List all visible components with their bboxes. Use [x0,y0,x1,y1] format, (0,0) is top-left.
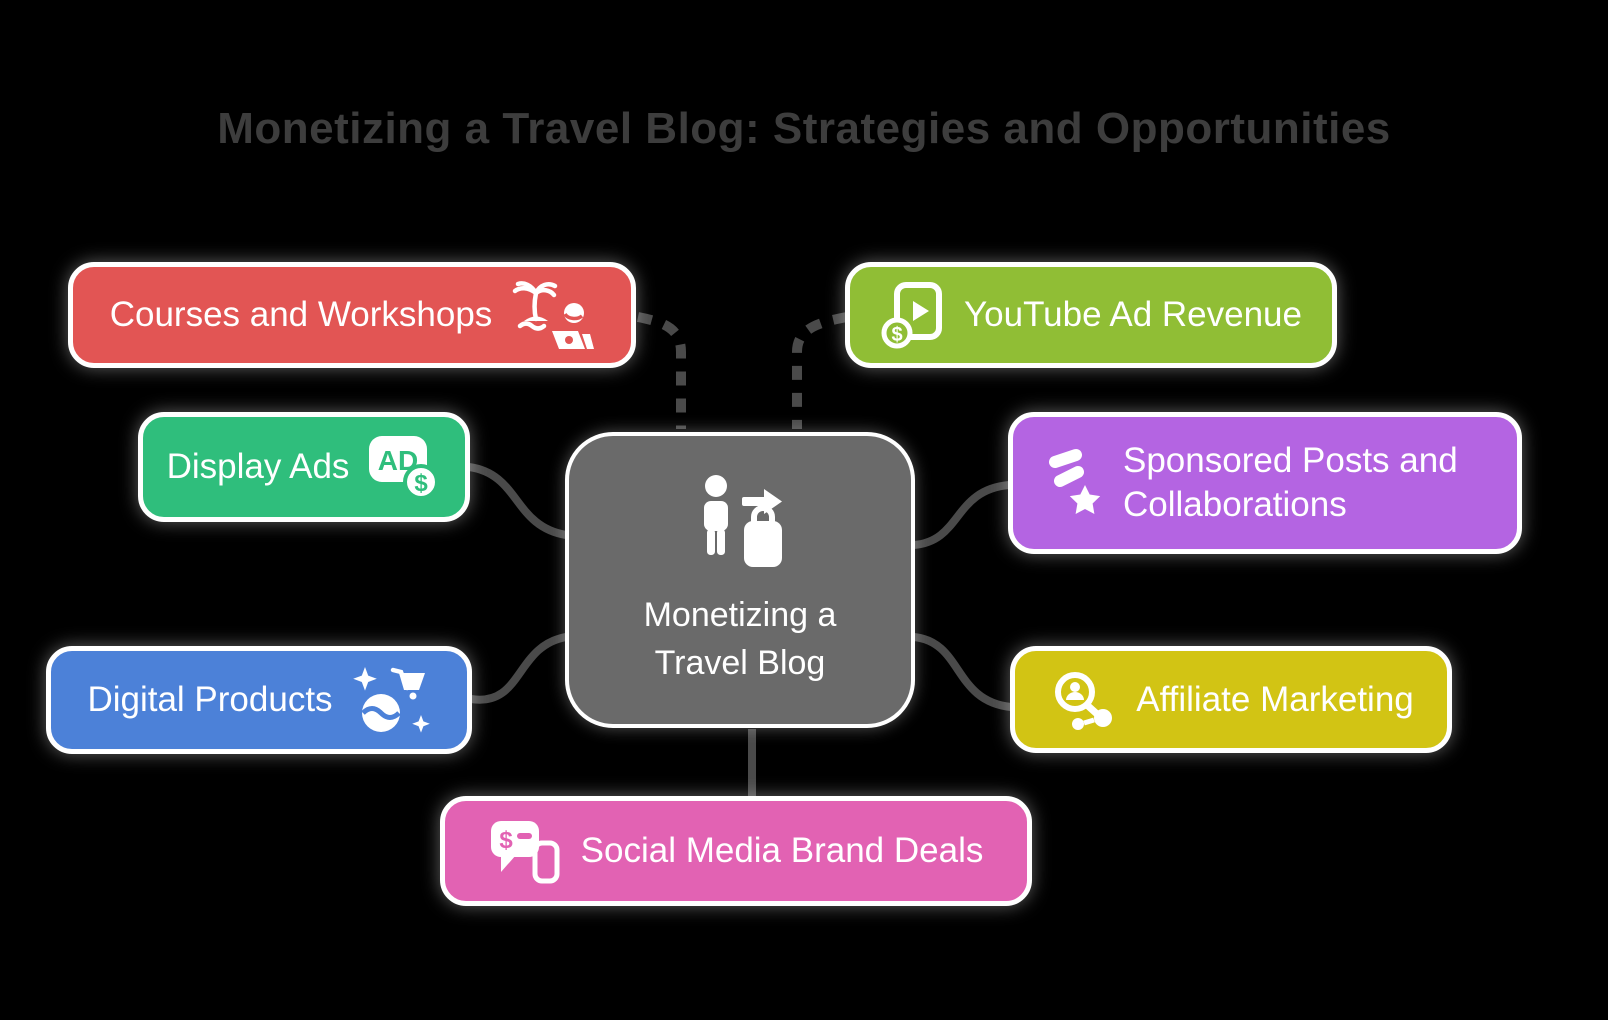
megaphone-star-icon [1043,446,1105,520]
connector-affiliate [910,633,1015,711]
connector-youtube-dashed [792,312,848,429]
svg-text:$: $ [891,324,902,346]
page-title: Monetizing a Travel Blog: Strategies and… [217,104,1391,153]
connector-courses-dashed [637,312,686,429]
connector-digital [467,633,570,704]
svg-text:$: $ [499,827,513,854]
node-display-ads: Display Ads AD $ [138,412,470,522]
traveler-luggage-icon [684,473,796,578]
node-sponsored-posts: Sponsored Posts and Collaborations [1008,412,1522,554]
node-digital-products: Digital Products [46,646,472,754]
node-youtube-label: YouTube Ad Revenue [964,295,1302,335]
center-node-label: Monetizing a Travel Blog [643,595,837,682]
node-affiliate-marketing: Affiliate Marketing [1010,646,1452,753]
connector-display [465,463,570,539]
svg-text:$: $ [415,470,429,497]
node-youtube-ad-revenue: $ YouTube Ad Revenue [845,262,1337,368]
search-network-icon [1048,668,1118,732]
node-digital-label: Digital Products [87,680,333,720]
center-node-monetizing-travel-blog: Monetizing a Travel Blog [565,432,915,728]
node-courses-label: Courses and Workshops [109,295,493,335]
chat-dollar-phone-icon: $ [489,817,563,885]
node-sponsored-label: Sponsored Posts and Collaborations [1123,441,1458,524]
node-courses-and-workshops: Courses and Workshops [68,262,636,368]
node-display-label: Display Ads [166,447,350,487]
connector-sponsored [910,481,1013,549]
node-social-label: Social Media Brand Deals [580,831,984,871]
beach-laptop-icon [510,279,595,351]
ad-dollar-icon: AD $ [367,434,441,500]
video-dollar-icon: $ [880,281,946,349]
sparkle-cart-globe-icon [351,665,431,735]
node-social-media-brand-deals: $ Social Media Brand Deals [440,796,1032,906]
node-affiliate-label: Affiliate Marketing [1136,679,1414,719]
